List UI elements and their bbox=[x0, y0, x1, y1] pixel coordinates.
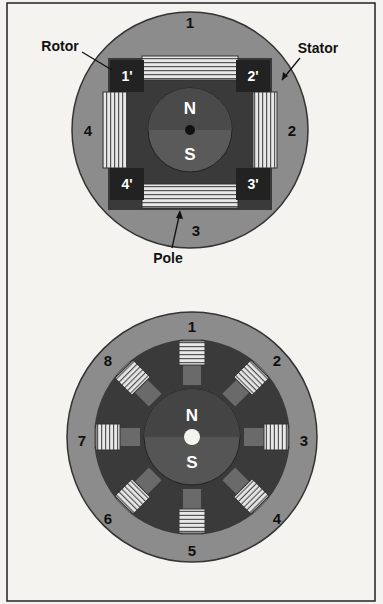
callout-number: 3 bbox=[300, 433, 308, 448]
callout-number: 2 bbox=[273, 353, 281, 368]
part-label: Stator bbox=[298, 41, 338, 55]
part-label: Rotor bbox=[41, 39, 78, 53]
callout-number: 4 bbox=[273, 511, 281, 526]
magnet-pole-label: S bbox=[186, 454, 197, 471]
callout-number: 4 bbox=[84, 123, 92, 138]
callout-number: 3' bbox=[247, 177, 258, 191]
magnet-pole-label: N bbox=[186, 407, 198, 424]
callout-number: 7 bbox=[78, 433, 86, 448]
callout-number: 1' bbox=[121, 69, 132, 83]
callout-number: 3 bbox=[192, 223, 200, 238]
callout-number: 6 bbox=[104, 511, 112, 526]
callout-number: 2 bbox=[288, 123, 296, 138]
callout-number: 8 bbox=[104, 353, 112, 368]
callout-number: 1 bbox=[188, 319, 196, 334]
part-label: Pole bbox=[153, 251, 183, 265]
callout-number: 1 bbox=[186, 15, 194, 30]
callout-number: 2' bbox=[247, 69, 258, 83]
callout-number: 4' bbox=[121, 177, 132, 191]
magnet-pole-label: S bbox=[184, 146, 195, 163]
callout-number: 5 bbox=[188, 543, 196, 558]
magnet-pole-label: N bbox=[184, 100, 196, 117]
